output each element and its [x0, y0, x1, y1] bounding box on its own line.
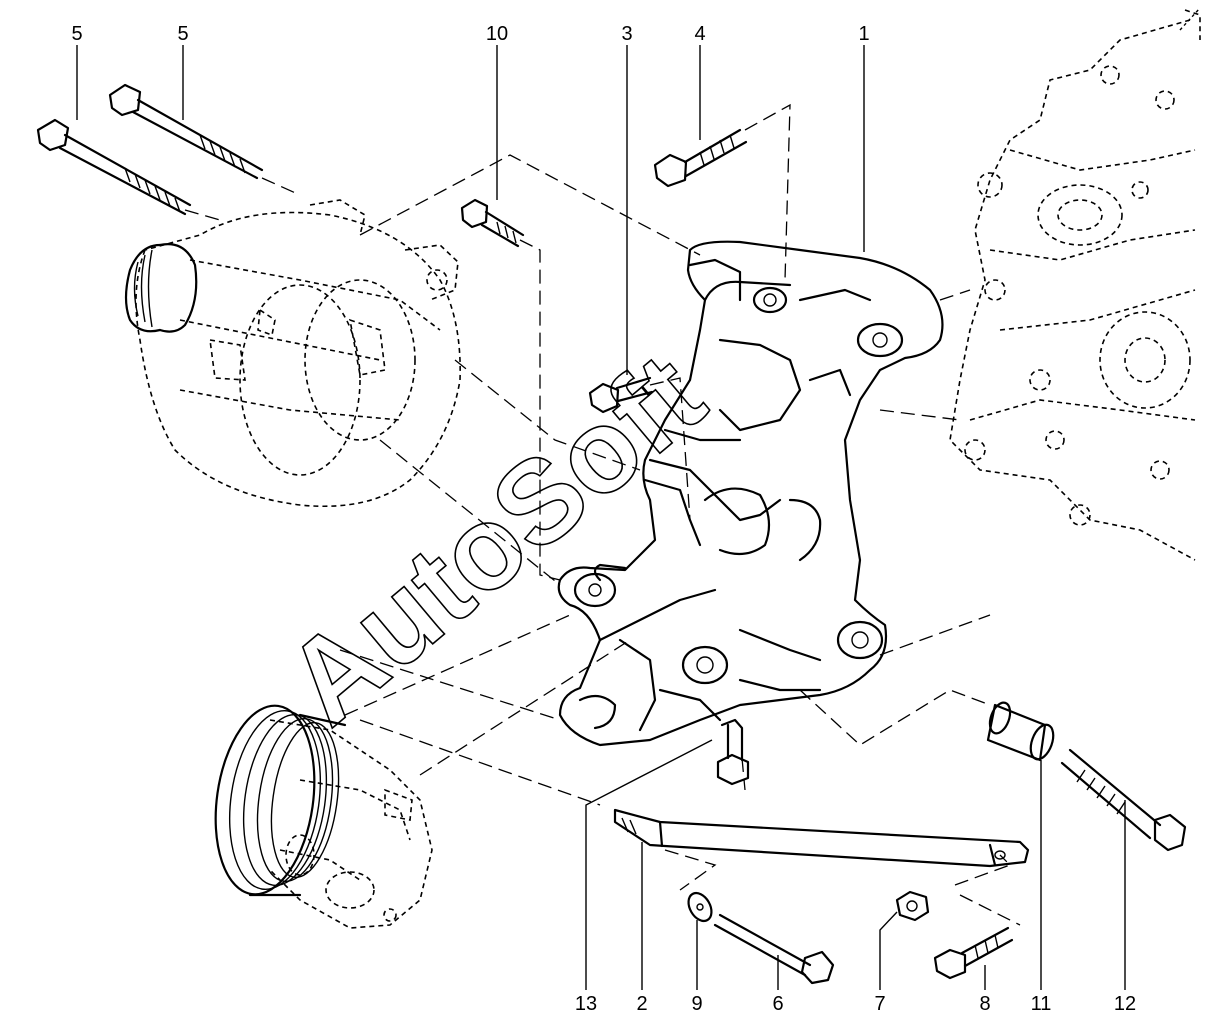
bolt-3	[588, 376, 654, 414]
bolt-5a	[36, 118, 192, 216]
callout-7: 7	[874, 993, 885, 1015]
washer-9	[687, 891, 713, 923]
callout-labels: 5 5 10 3 4 1 13 2 9 6 7 8 11 12	[71, 23, 1136, 1015]
bolt-4	[653, 128, 748, 188]
bolt-6	[713, 913, 835, 985]
accessory-bracket	[557, 240, 944, 747]
power-steering-pump-outline	[214, 704, 433, 929]
callout-5b: 5	[177, 23, 188, 45]
callout-12: 12	[1114, 993, 1136, 1015]
alternator-outline	[124, 199, 461, 508]
bolt-13	[716, 718, 750, 786]
callout-2: 2	[636, 993, 647, 1015]
callout-3: 3	[621, 23, 632, 45]
callout-6: 6	[772, 993, 783, 1015]
bolt-5b	[108, 83, 264, 180]
callout-13: 13	[575, 993, 597, 1015]
callout-5a: 5	[71, 23, 82, 45]
leader-lines	[76, 45, 1126, 990]
engine-block-outline	[949, 7, 1201, 561]
callout-1: 1	[858, 23, 869, 45]
bolt-12	[1060, 748, 1187, 852]
callout-8: 8	[979, 993, 990, 1015]
callout-9: 9	[691, 993, 702, 1015]
bolt-8	[933, 926, 1014, 980]
nut-7	[895, 890, 930, 922]
callout-10: 10	[486, 23, 508, 45]
bolt-10	[460, 198, 525, 248]
assembly-alignment-lines	[184, 103, 1021, 926]
callout-4: 4	[694, 23, 705, 45]
callout-11: 11	[1031, 993, 1052, 1015]
spacer-sleeve-11	[986, 701, 1055, 762]
brace-strut-2	[613, 808, 1030, 868]
